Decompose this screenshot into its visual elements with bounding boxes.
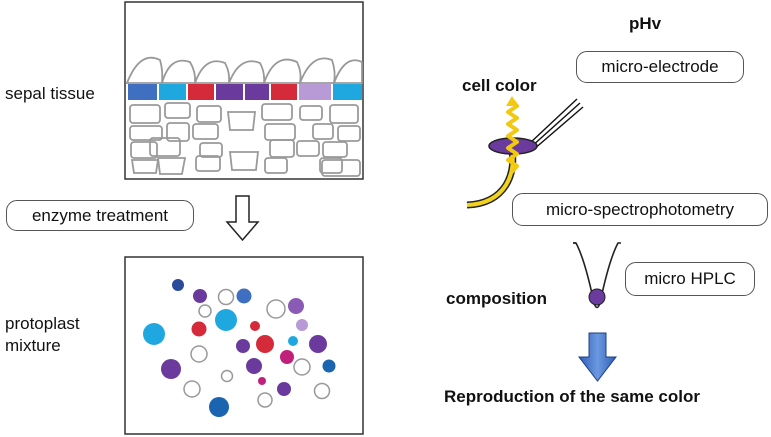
result-arrow-icon <box>577 332 618 382</box>
micro-hplc-label: micro HPLC <box>644 269 736 288</box>
micro-electrode-box: micro-electrode <box>576 51 744 83</box>
colored-cell-row <box>128 84 362 100</box>
mesophyll-cells <box>129 102 361 177</box>
sepal-tissue-label: sepal tissue <box>5 84 95 103</box>
micro-electrode-label: micro-electrode <box>601 57 719 76</box>
enzyme-treatment-label: enzyme treatment <box>31 205 169 225</box>
micro-spectrophotometry-box: micro-spectrophotometry <box>512 193 768 226</box>
protoplast-mixture-panel <box>124 256 364 435</box>
down-arrow-icon <box>225 195 260 242</box>
enzyme-treatment-box: enzyme treatment <box>6 200 194 231</box>
protoplast-label-line2: mixture <box>5 336 61 355</box>
light-fiber <box>466 149 517 209</box>
micro-tube <box>573 242 621 309</box>
protoplast-cells <box>143 279 336 417</box>
light-beam <box>506 98 519 174</box>
composition-label: composition <box>446 289 548 308</box>
electrode-needles <box>529 98 584 151</box>
measurement-apparatus <box>466 96 584 209</box>
phv-label: pHv <box>629 14 662 33</box>
cell-color-label: cell color <box>462 76 537 95</box>
reproduction-label: Reproduction of the same color <box>444 387 700 406</box>
epidermis-outline <box>125 56 363 84</box>
micro-spectrophotometry-label: micro-spectrophotometry <box>545 199 734 219</box>
micro-hplc-box: micro HPLC <box>625 262 755 296</box>
protoplast-label-line1: protoplast <box>5 314 80 333</box>
sepal-tissue-panel <box>124 1 364 180</box>
